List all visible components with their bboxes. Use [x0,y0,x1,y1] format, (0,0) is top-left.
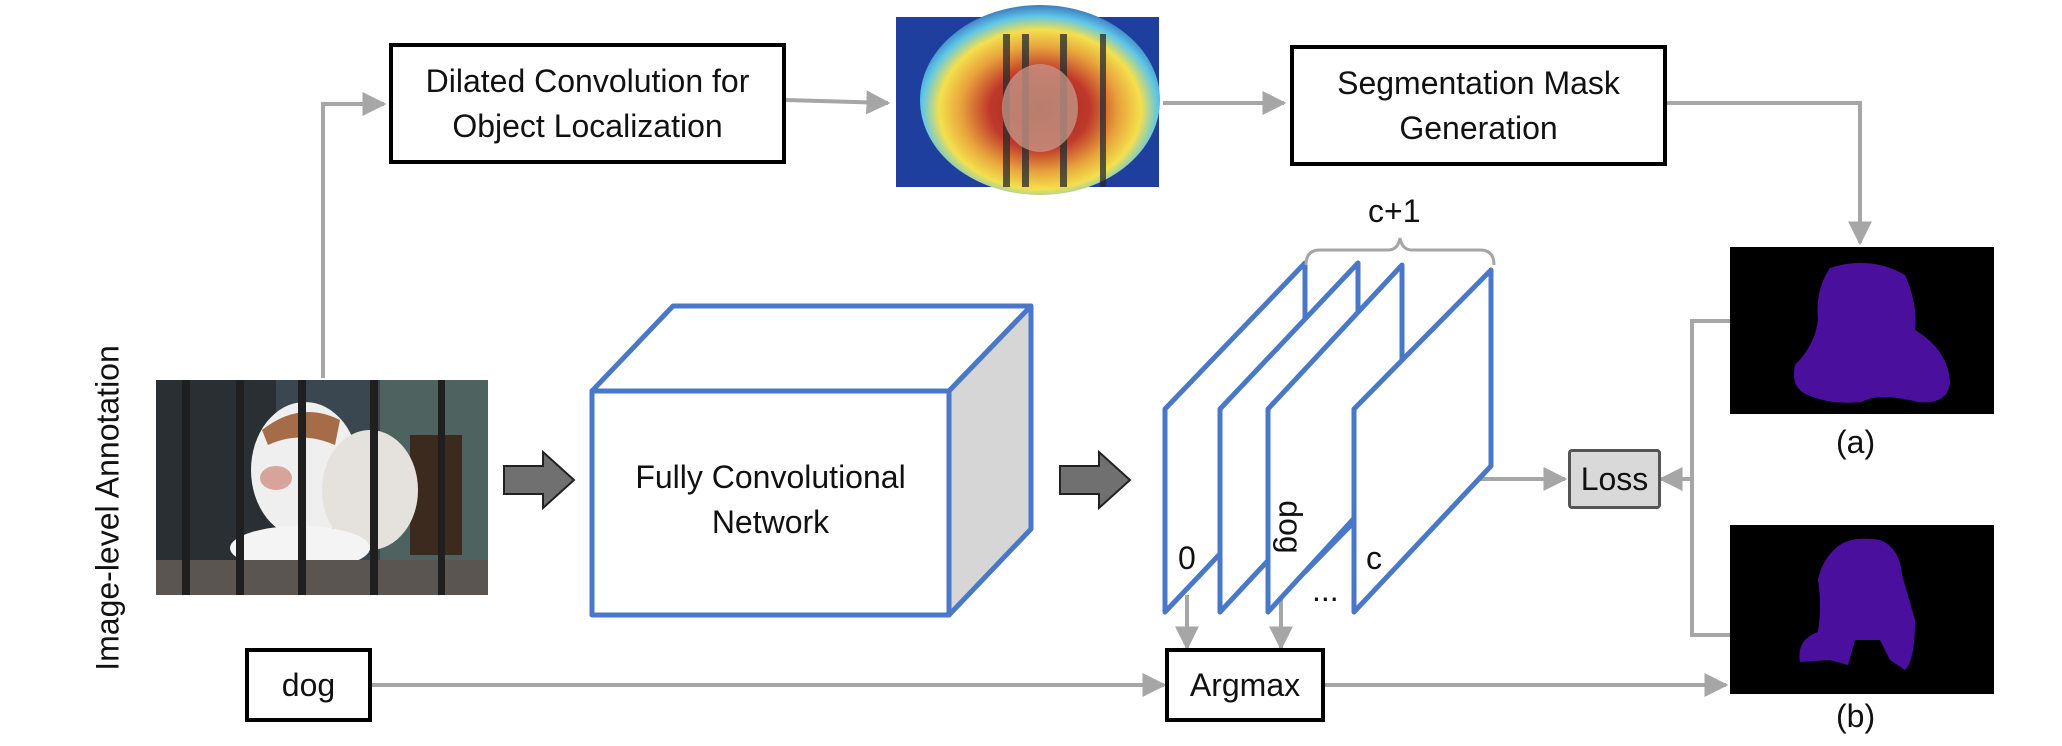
block-arrow-fcn-to-stack [1059,449,1132,511]
dilated-conv-box: Dilated Convolution for Object Localizat… [389,43,786,164]
side-label-text: Image-level Annotation [89,345,126,671]
mask-a-caption: (a) [1836,424,1875,461]
channel-ellipsis-label: ... [1312,572,1339,609]
loss-box: Loss [1568,449,1661,509]
bracket-masks-to-loss [1690,319,1730,637]
fcn-front-face [589,388,952,618]
channel-c-text: c [1366,540,1382,576]
connectors [321,90,1872,697]
dog-photo [156,380,488,595]
arrow-dilated-to-heatmap [785,90,891,115]
argmax-box: Argmax [1165,648,1325,722]
channel-dog-label: dog [1272,500,1309,553]
score-map-channel-c [1351,267,1494,615]
dog-label-box: dog [245,648,372,722]
loss-label: Loss [1580,460,1649,497]
block-arrow-photo-to-fcn [503,449,576,511]
channel-c-label: c [1366,540,1382,577]
segmask-label: Segmentation Mask Generation [1337,64,1620,146]
segmask-box: Segmentation Mask Generation [1290,45,1667,166]
mask-b-caption: (b) [1836,698,1875,735]
fcn-label-text: Fully Convolutional Network [635,459,906,540]
arrow-photo-to-dilated [321,92,387,378]
channel-dog-text: dog [1272,500,1309,554]
mask-b-caption-text: (b) [1836,698,1876,734]
channel-0-text: 0 [1178,540,1196,576]
fcn-label: Fully Convolutional Network [592,455,949,545]
mask-a-caption-text: (a) [1836,424,1876,460]
channel-ellipsis-text: ... [1312,572,1339,608]
dog-label-text: dog [281,666,336,703]
channel-0-label: 0 [1178,540,1196,577]
mask-b [1730,525,1994,694]
side-label: Image-level Annotation [90,345,127,671]
arrow-segmask-to-mask-a [1666,101,1872,246]
brace-label-text: c+1 [1368,193,1421,229]
argmax-label: Argmax [1189,666,1301,703]
dilated-conv-label: Dilated Convolution for Object Localizat… [425,62,750,144]
brace-label: c+1 [1368,193,1420,230]
channel-count-brace [1304,237,1496,266]
mask-a [1730,247,1994,414]
localization-heatmap [896,5,1160,195]
score-map-stack [1162,260,1494,615]
fcn-cuboid [589,303,1034,618]
